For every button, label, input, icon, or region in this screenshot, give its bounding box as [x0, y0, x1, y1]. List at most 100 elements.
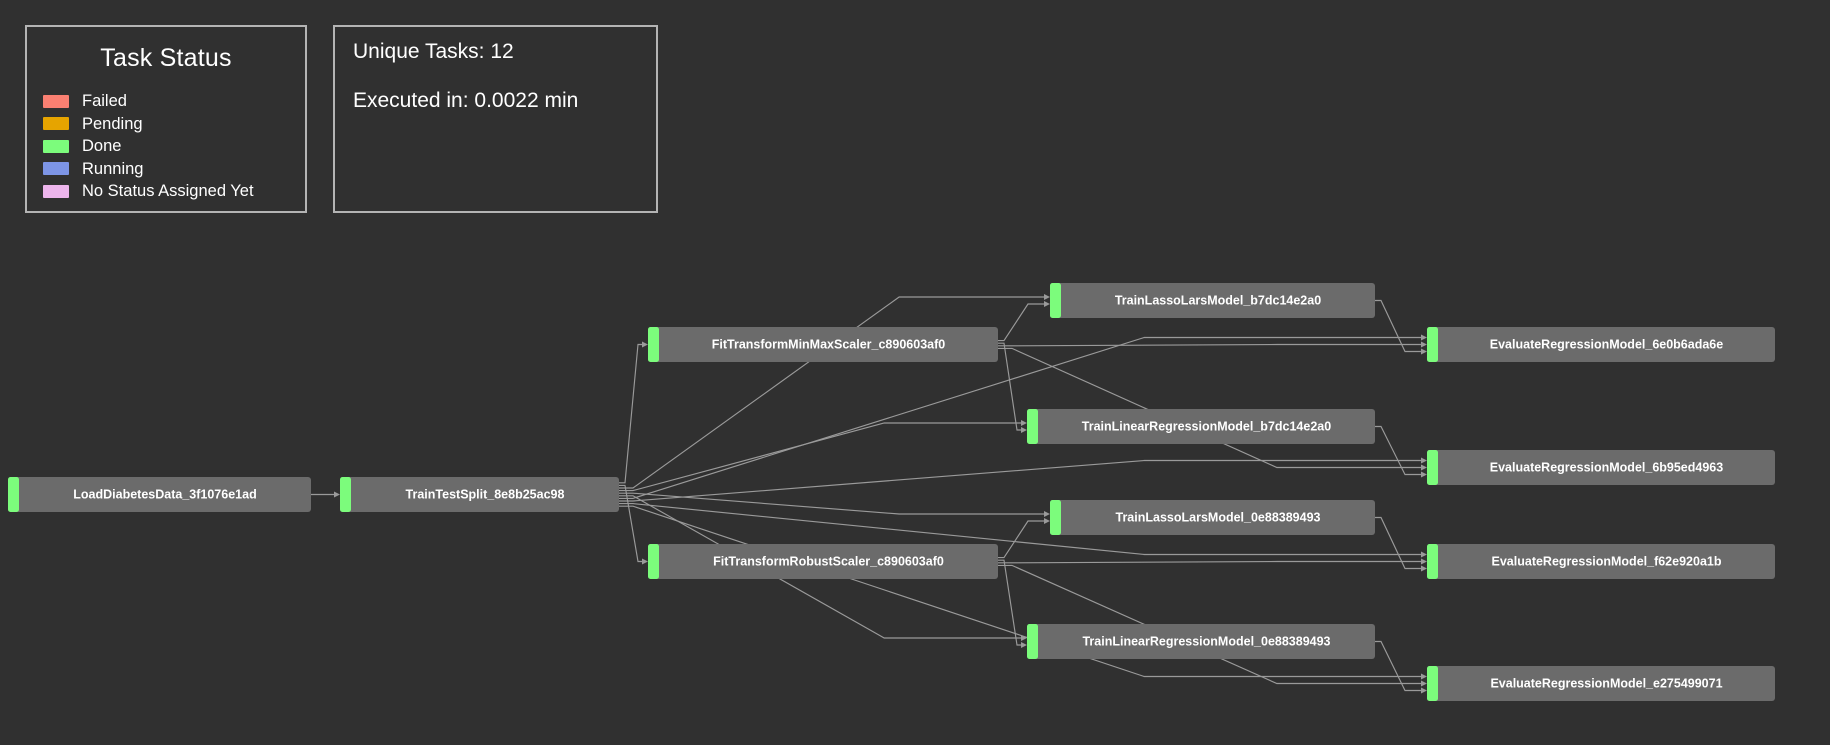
- task-node-body[interactable]: [1427, 544, 1775, 579]
- task-node-body[interactable]: [648, 327, 998, 362]
- edge-arrow-icon: [1421, 348, 1427, 355]
- task-node-body[interactable]: [1427, 327, 1775, 362]
- task-node-minmax[interactable]: FitTransformMinMaxScaler_c890603af0: [648, 327, 998, 362]
- edge-arrow-icon: [1021, 642, 1027, 648]
- edge-robust-to-linreg_0e: [998, 559, 1021, 646]
- edge-arrow-icon: [1421, 687, 1427, 694]
- edge-robust-to-eval_f62e: [998, 560, 1421, 564]
- task-node-label: TrainLassoLarsModel_b7dc14e2a0: [1115, 293, 1321, 307]
- edge-split-to-eval_f62e: [619, 503, 1421, 556]
- edge-arrow-icon: [1421, 558, 1427, 565]
- legend-item-label: Running: [82, 159, 144, 178]
- edge-lasso_b7-to-eval_6e0b: [1375, 299, 1421, 353]
- edge-arrow-icon: [1044, 301, 1050, 307]
- edge-split-to-robust: [619, 484, 642, 563]
- task-node-body[interactable]: [1027, 409, 1375, 444]
- legend-swatch-icon: [43, 94, 69, 108]
- legend-item-label: Done: [82, 137, 122, 155]
- task-node-body[interactable]: [340, 477, 619, 512]
- edge-split-to-eval_e275: [619, 505, 1421, 678]
- task-node-lasso_0e[interactable]: TrainLassoLarsModel_0e88389493: [1050, 500, 1375, 535]
- task-status-indicator-done: [1050, 500, 1061, 535]
- legend-item-label: No Status Assigned Yet: [82, 182, 254, 200]
- task-node-linreg_0e[interactable]: TrainLinearRegressionModel_0e88389493: [1027, 624, 1375, 659]
- edge-split-to-lasso_0e: [619, 492, 1044, 515]
- edge-arrow-icon: [1421, 334, 1427, 341]
- legend-item-done: Done: [43, 135, 305, 158]
- edge-arrow-icon: [1021, 420, 1027, 426]
- task-node-label: TrainLinearRegressionModel_b7dc14e2a0: [1082, 419, 1331, 433]
- task-node-body[interactable]: [1427, 450, 1775, 485]
- edge-arrow-icon: [1421, 471, 1427, 478]
- edge-minmax-to-eval_6b95: [998, 347, 1421, 469]
- task-node-body[interactable]: [1050, 500, 1375, 535]
- legend-swatch-icon: [43, 162, 69, 176]
- task-status-indicator-done: [1027, 624, 1038, 659]
- task-node-eval_6e0b[interactable]: EvaluateRegressionModel_6e0b6ada6e: [1427, 327, 1775, 362]
- task-status-indicator-done: [340, 477, 351, 512]
- task-node-label: FitTransformMinMaxScaler_c890603af0: [712, 337, 945, 351]
- task-node-lasso_b7[interactable]: TrainLassoLarsModel_b7dc14e2a0: [1050, 283, 1375, 318]
- task-node-load[interactable]: LoadDiabetesData_3f1076e1ad: [8, 477, 311, 512]
- legend-swatch-icon: [43, 117, 69, 131]
- task-status-indicator-done: [1427, 666, 1438, 701]
- task-node-label: TrainLinearRegressionModel_0e88389493: [1082, 634, 1330, 648]
- task-node-body[interactable]: [8, 477, 311, 512]
- edge-robust-to-lasso_0e: [998, 520, 1044, 559]
- edge-arrow-icon: [1044, 518, 1050, 524]
- legend-item-label: Failed: [82, 92, 127, 110]
- edge-arrow-icon: [1044, 511, 1050, 517]
- task-node-label: EvaluateRegressionModel_f62e920a1b: [1492, 554, 1722, 568]
- edge-arrow-icon: [1421, 341, 1427, 348]
- edge-arrow-icon: [1421, 673, 1427, 680]
- task-node-label: LoadDiabetesData_3f1076e1ad: [73, 487, 256, 501]
- task-node-label: EvaluateRegressionModel_6b95ed4963: [1490, 460, 1723, 474]
- legend-item-no-status-assigned-yet: No Status Assigned Yet: [43, 180, 305, 203]
- task-status-indicator-done: [1427, 327, 1438, 362]
- task-node-label: EvaluateRegressionModel_e275499071: [1490, 676, 1722, 690]
- legend-swatch-icon: [43, 184, 69, 198]
- legend-item-running: Running: [43, 158, 305, 181]
- node-layer[interactable]: LoadDiabetesData_3f1076e1ad TrainTestSpli…: [8, 283, 1775, 701]
- edge-split-to-minmax: [619, 343, 642, 484]
- edge-arrow-icon: [1044, 294, 1050, 300]
- executed-in-text: Executed in: 0.0022 min: [353, 89, 579, 112]
- legend-item-failed: Failed: [43, 90, 305, 113]
- task-status-indicator-done: [1050, 283, 1061, 318]
- legend-item-pending: Pending: [43, 113, 305, 136]
- task-node-label: TrainTestSplit_8e8b25ac98: [406, 487, 565, 501]
- task-node-label: FitTransformRobustScaler_c890603af0: [713, 554, 944, 568]
- legend-swatch-icon: [43, 139, 69, 153]
- task-node-body[interactable]: [1427, 666, 1775, 701]
- task-node-body[interactable]: [1050, 283, 1375, 318]
- edge-arrow-icon: [1021, 427, 1027, 433]
- edge-arrow-icon: [1421, 565, 1427, 572]
- edge-lasso_0e-to-eval_f62e: [1375, 516, 1421, 570]
- task-status-indicator-done: [648, 544, 659, 579]
- edge-split-to-lasso_b7: [619, 296, 1044, 489]
- edge-arrow-icon: [1421, 464, 1427, 471]
- task-node-label: EvaluateRegressionModel_6e0b6ada6e: [1490, 337, 1723, 351]
- task-node-linreg_b7[interactable]: TrainLinearRegressionModel_b7dc14e2a0: [1027, 409, 1375, 444]
- task-node-eval_e275[interactable]: EvaluateRegressionModel_e275499071: [1427, 666, 1775, 701]
- task-node-body[interactable]: [1027, 624, 1375, 659]
- task-status-indicator-done: [1427, 450, 1438, 485]
- edge-minmax-to-eval_6e0b: [998, 343, 1421, 347]
- task-node-body[interactable]: [648, 544, 998, 579]
- task-status-indicator-done: [1027, 409, 1038, 444]
- task-node-robust[interactable]: FitTransformRobustScaler_c890603af0: [648, 544, 998, 579]
- edge-split-to-linreg_b7: [619, 422, 1021, 492]
- task-node-split[interactable]: TrainTestSplit_8e8b25ac98: [340, 477, 619, 512]
- legend-item-label: Pending: [82, 114, 143, 133]
- task-node-eval_f62e[interactable]: EvaluateRegressionModel_f62e920a1b: [1427, 544, 1775, 579]
- edge-arrow-icon: [642, 341, 648, 348]
- task-node-eval_6b95[interactable]: EvaluateRegressionModel_6b95ed4963: [1427, 450, 1775, 485]
- edge-minmax-to-linreg_b7: [998, 342, 1021, 431]
- run-info-panel: Unique Tasks: 12 Executed in: 0.0022 min: [333, 25, 658, 213]
- edge-linreg_0e-to-eval_e275: [1375, 640, 1421, 692]
- edge-arrow-icon: [1421, 680, 1427, 687]
